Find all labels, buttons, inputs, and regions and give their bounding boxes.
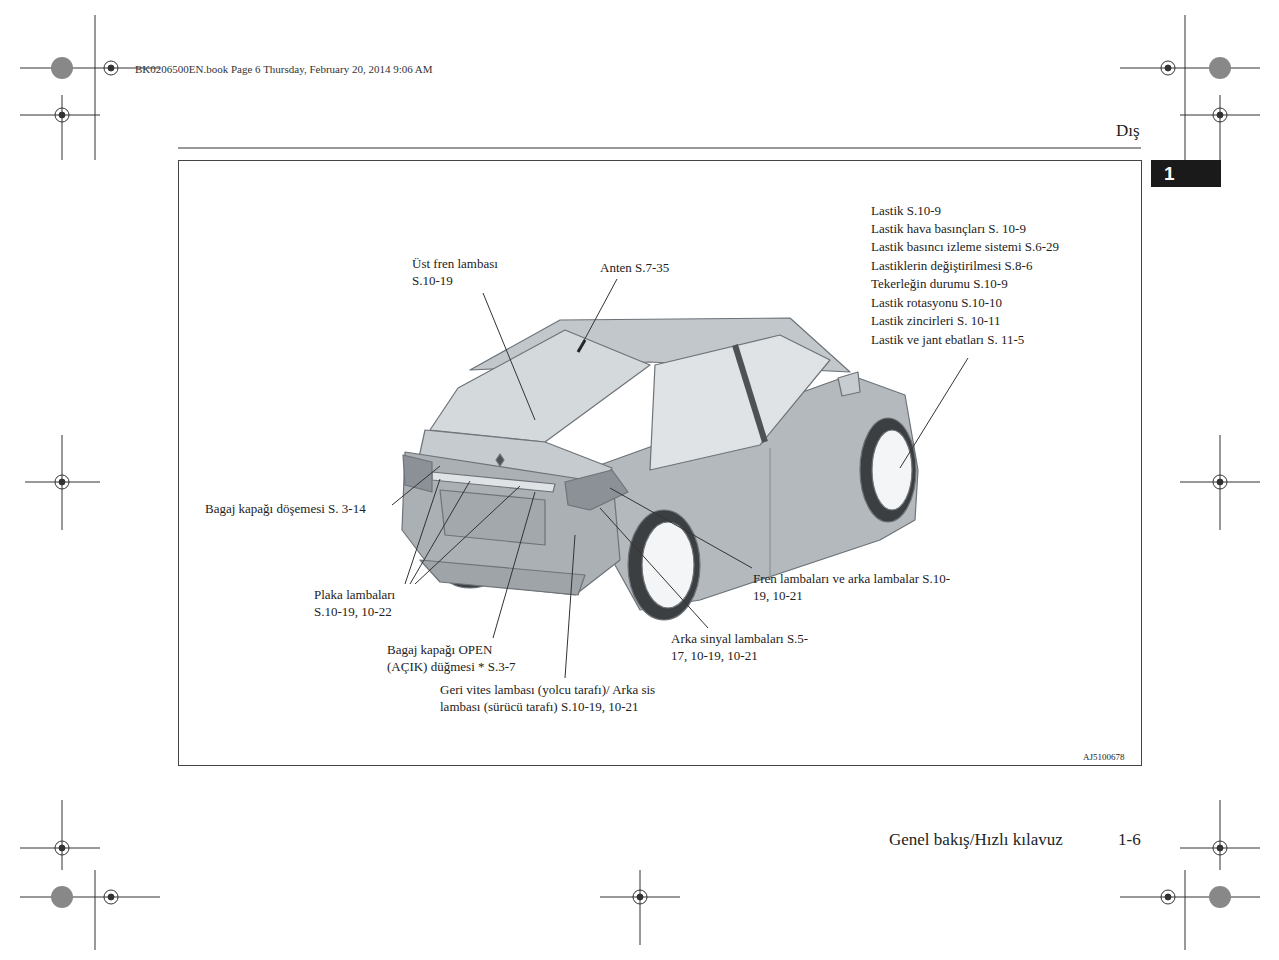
callout-label: Üst fren lambası S.10-19 [412,255,524,289]
callout-label: Tekerleğin durumu S.10-9 [871,275,1008,292]
callout-label: Arka sinyal lambaları S.5-17, 10-19, 10-… [671,630,816,664]
callout-label: Bagaj kapağı OPEN (AÇIK) düğmesi * S.3-7 [387,641,529,675]
figure-frame [179,161,1142,766]
crop-marks [20,15,1260,950]
chapter-tab [1151,160,1221,187]
callout-label: Lastik rotasyonu S.10-10 [871,294,1002,311]
callout-label: Lastik zincirleri S. 10-11 [871,312,1001,329]
callout-label: Bagaj kapağı döşemesi S. 3-14 [205,500,366,517]
page-footer: AJ5100678 [1083,751,1125,763]
header-rule [178,148,1141,149]
callout-label: Geri vites lambası (yolcu tarafı)/ Arka … [440,681,660,715]
callout-label: Lastik hava basınçları S. 10-9 [871,220,1026,237]
callout-label: Anten S.7-35 [600,259,669,276]
callout-label: Lastiklerin değiştirilmesi S.8-6 [871,257,1032,274]
page-footer: 1-6 [1118,829,1141,851]
callout-label: Fren lambaları ve arka lambalar S.10-19,… [753,570,958,604]
callout-label: Lastik ve jant ebatları S. 11-5 [871,331,1024,348]
page-header: BK0206500EN.book Page 6 Thursday, Februa… [135,62,433,76]
callout-label: Lastik basıncı izleme sistemi S.6-29 [871,238,1059,255]
callout-label: Lastik S.10-9 [871,202,941,219]
callout-label: Plaka lambaları S.10-19, 10-22 [314,586,418,620]
registration-dots [51,57,1231,908]
page-footer: Genel bakış/Hızlı kılavuz [889,829,1063,851]
page-header: 1 [1164,160,1175,187]
page-header: Dış [1116,120,1140,142]
